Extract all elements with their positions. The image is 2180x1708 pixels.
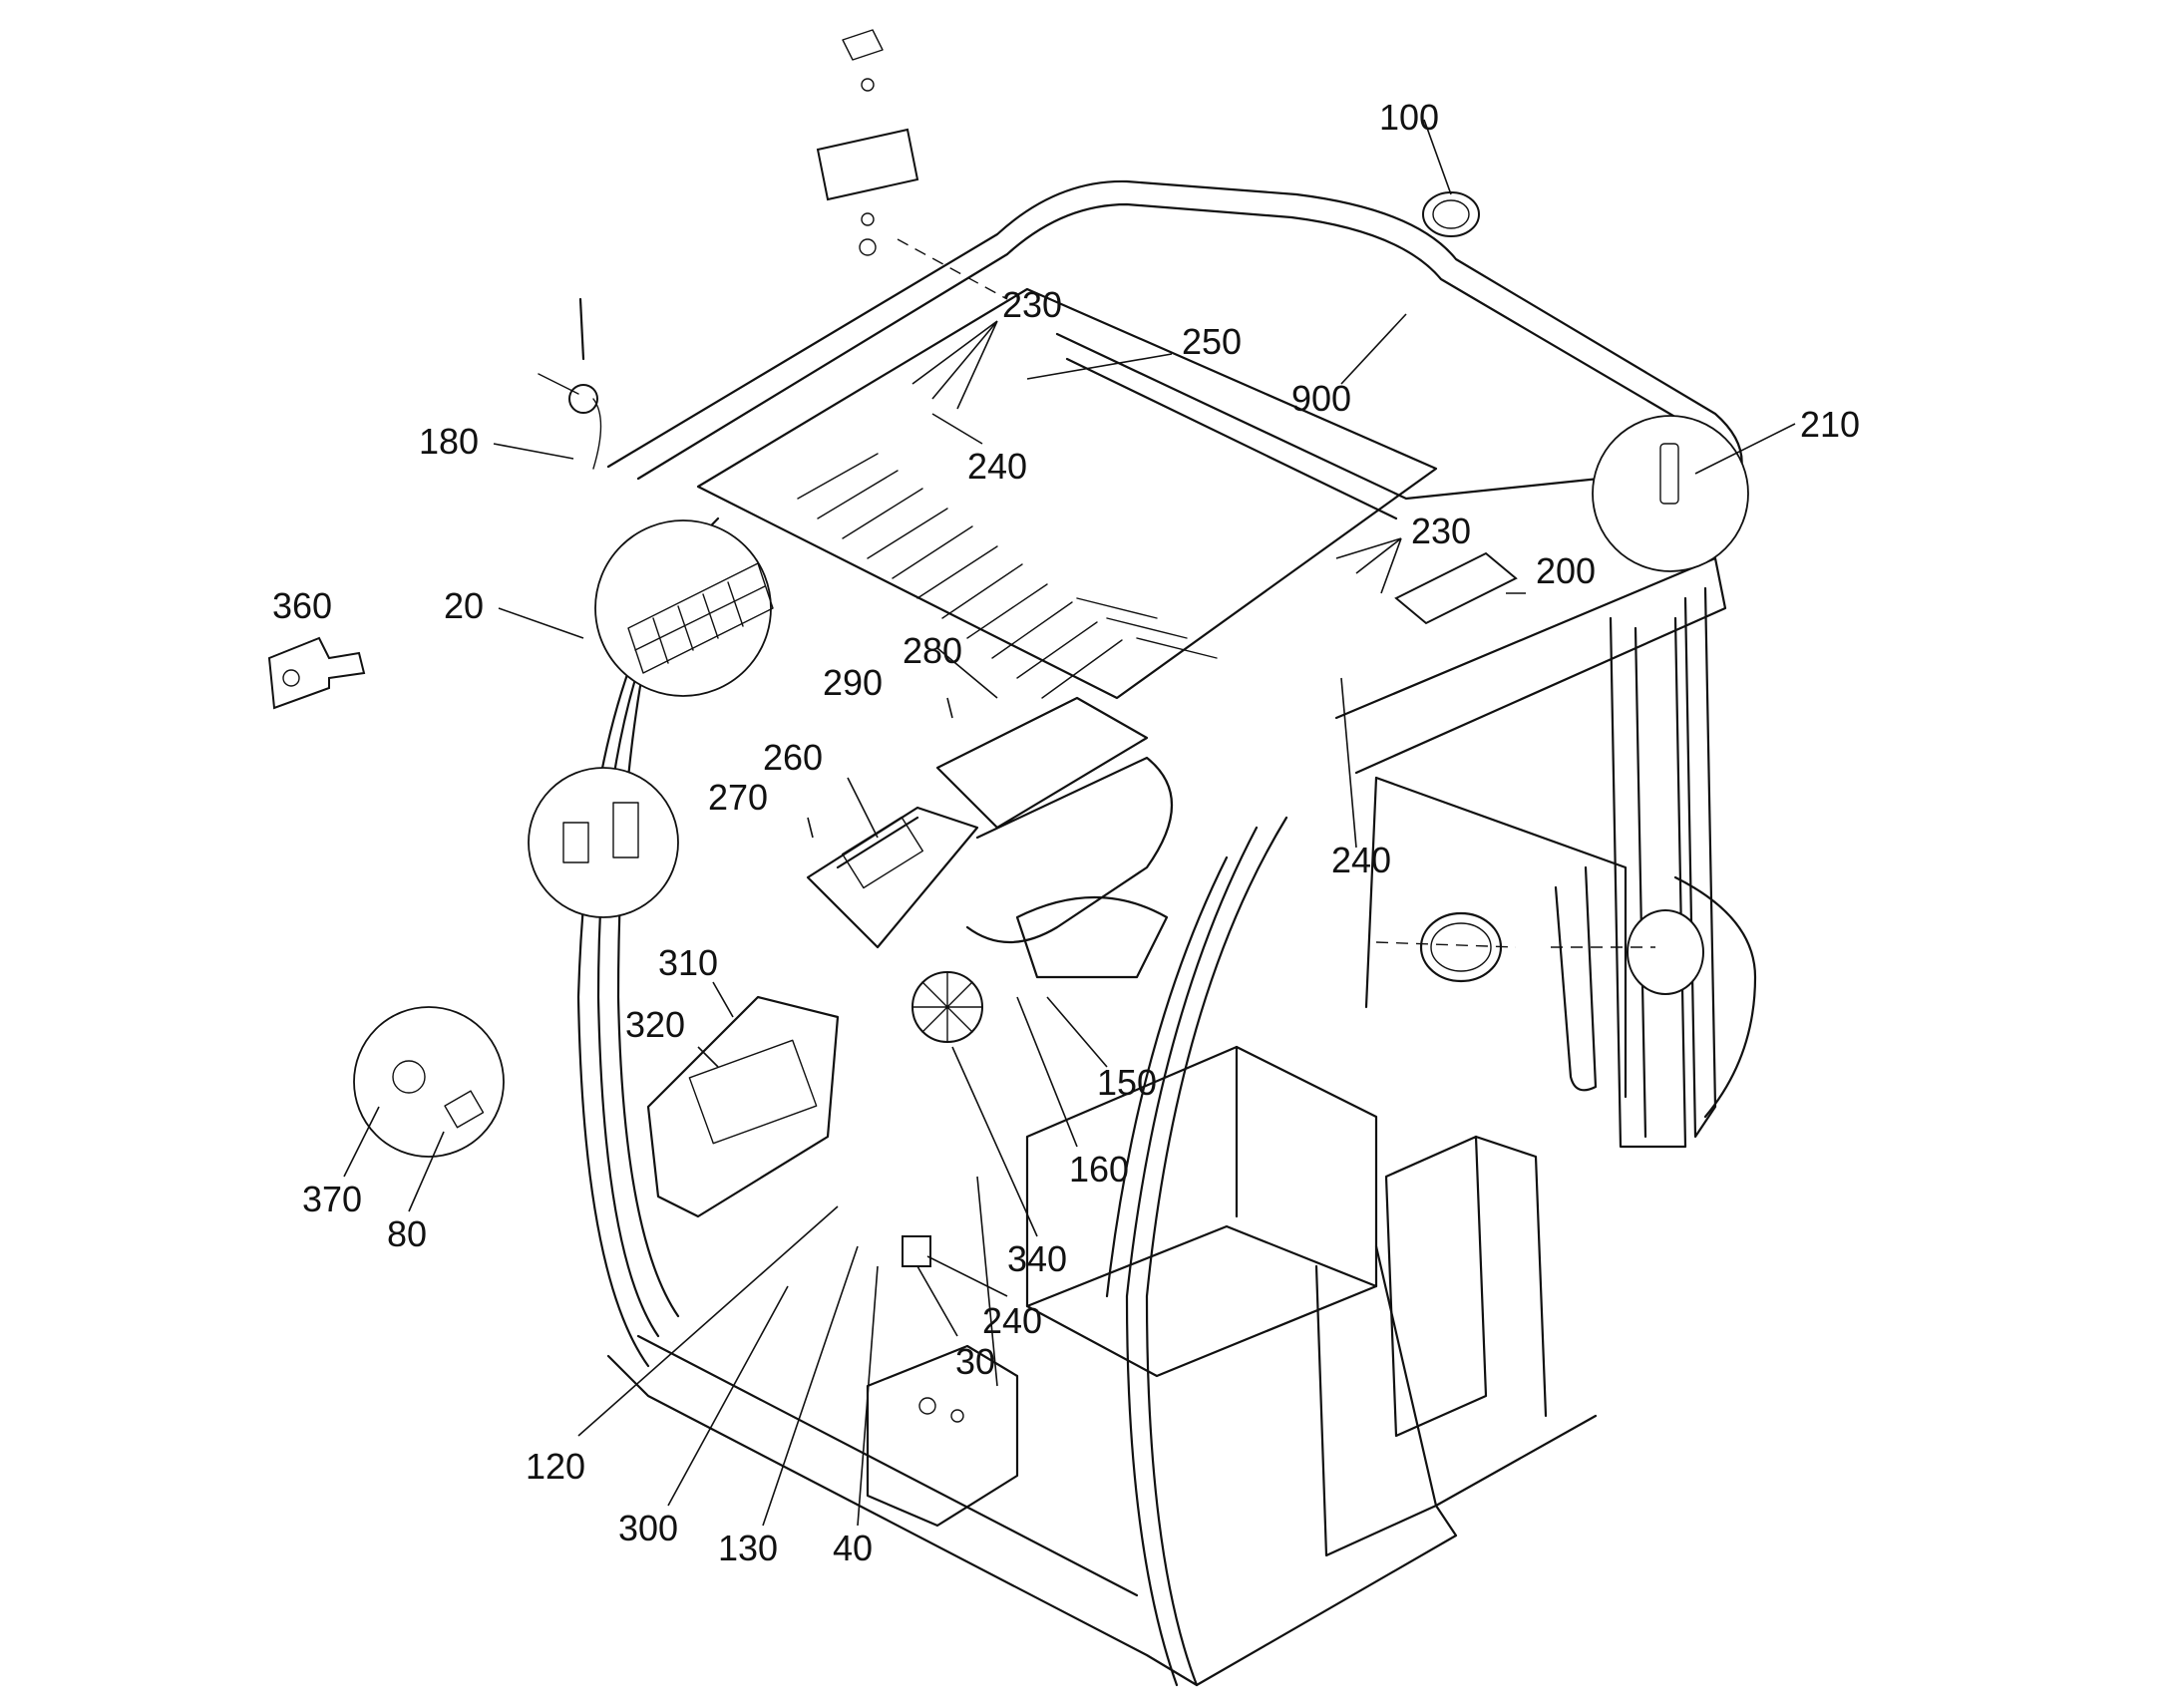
callout-20: 20 [444, 585, 484, 626]
callout-340: 340 [1007, 1238, 1067, 1279]
callout-290: 290 [823, 662, 883, 703]
callout-150: 150 [1097, 1062, 1157, 1103]
callout-280: 280 [903, 630, 962, 671]
callout-200: 200 [1536, 550, 1596, 591]
callout-40: 40 [833, 1528, 873, 1568]
callout-80: 80 [387, 1213, 427, 1254]
detail-bubble-370-80 [353, 1006, 505, 1158]
callout-250: 250 [1182, 321, 1242, 362]
callout-100: 100 [1379, 97, 1439, 138]
callout-320: 320 [625, 1004, 685, 1045]
callout-130: 130 [718, 1528, 778, 1568]
callout-310: 310 [658, 942, 718, 983]
callout-370: 370 [302, 1179, 362, 1219]
detail-bubble-210 [1592, 415, 1749, 572]
roof-vent-slots [797, 453, 1218, 699]
antenna-180 [538, 297, 602, 470]
callout-30: 30 [955, 1341, 995, 1382]
control-console [646, 696, 1174, 1528]
callout-240-top: 240 [967, 446, 1027, 487]
callout-240-lower: 240 [982, 1300, 1042, 1341]
detail-bubble-20 [594, 519, 774, 697]
assembly-lines [897, 238, 1655, 948]
callout-270: 270 [708, 777, 768, 818]
cab-frame [576, 179, 1757, 1687]
callout-240-right: 240 [1331, 840, 1391, 880]
callout-300: 300 [618, 1508, 678, 1548]
leader-lines [343, 119, 1796, 1527]
callout-900: 900 [1291, 378, 1351, 419]
detail-bubble-switches [528, 767, 679, 918]
callout-210: 210 [1800, 404, 1860, 445]
callout-labels: 100 230 250 900 180 240 210 230 200 360 … [272, 97, 1860, 1568]
clip-360 [267, 636, 366, 710]
callout-230-top: 230 [1002, 284, 1062, 325]
callout-180: 180 [419, 421, 479, 462]
fan-340 [911, 971, 983, 1043]
clamp-100 [1422, 191, 1480, 237]
callout-160: 160 [1069, 1149, 1129, 1190]
callout-360: 360 [272, 585, 332, 626]
dome-light-assembly [816, 29, 919, 256]
callout-230-right: 230 [1411, 511, 1471, 551]
callout-120: 120 [526, 1446, 585, 1487]
roof-light-200 [1394, 551, 1518, 625]
callout-260: 260 [763, 737, 823, 778]
